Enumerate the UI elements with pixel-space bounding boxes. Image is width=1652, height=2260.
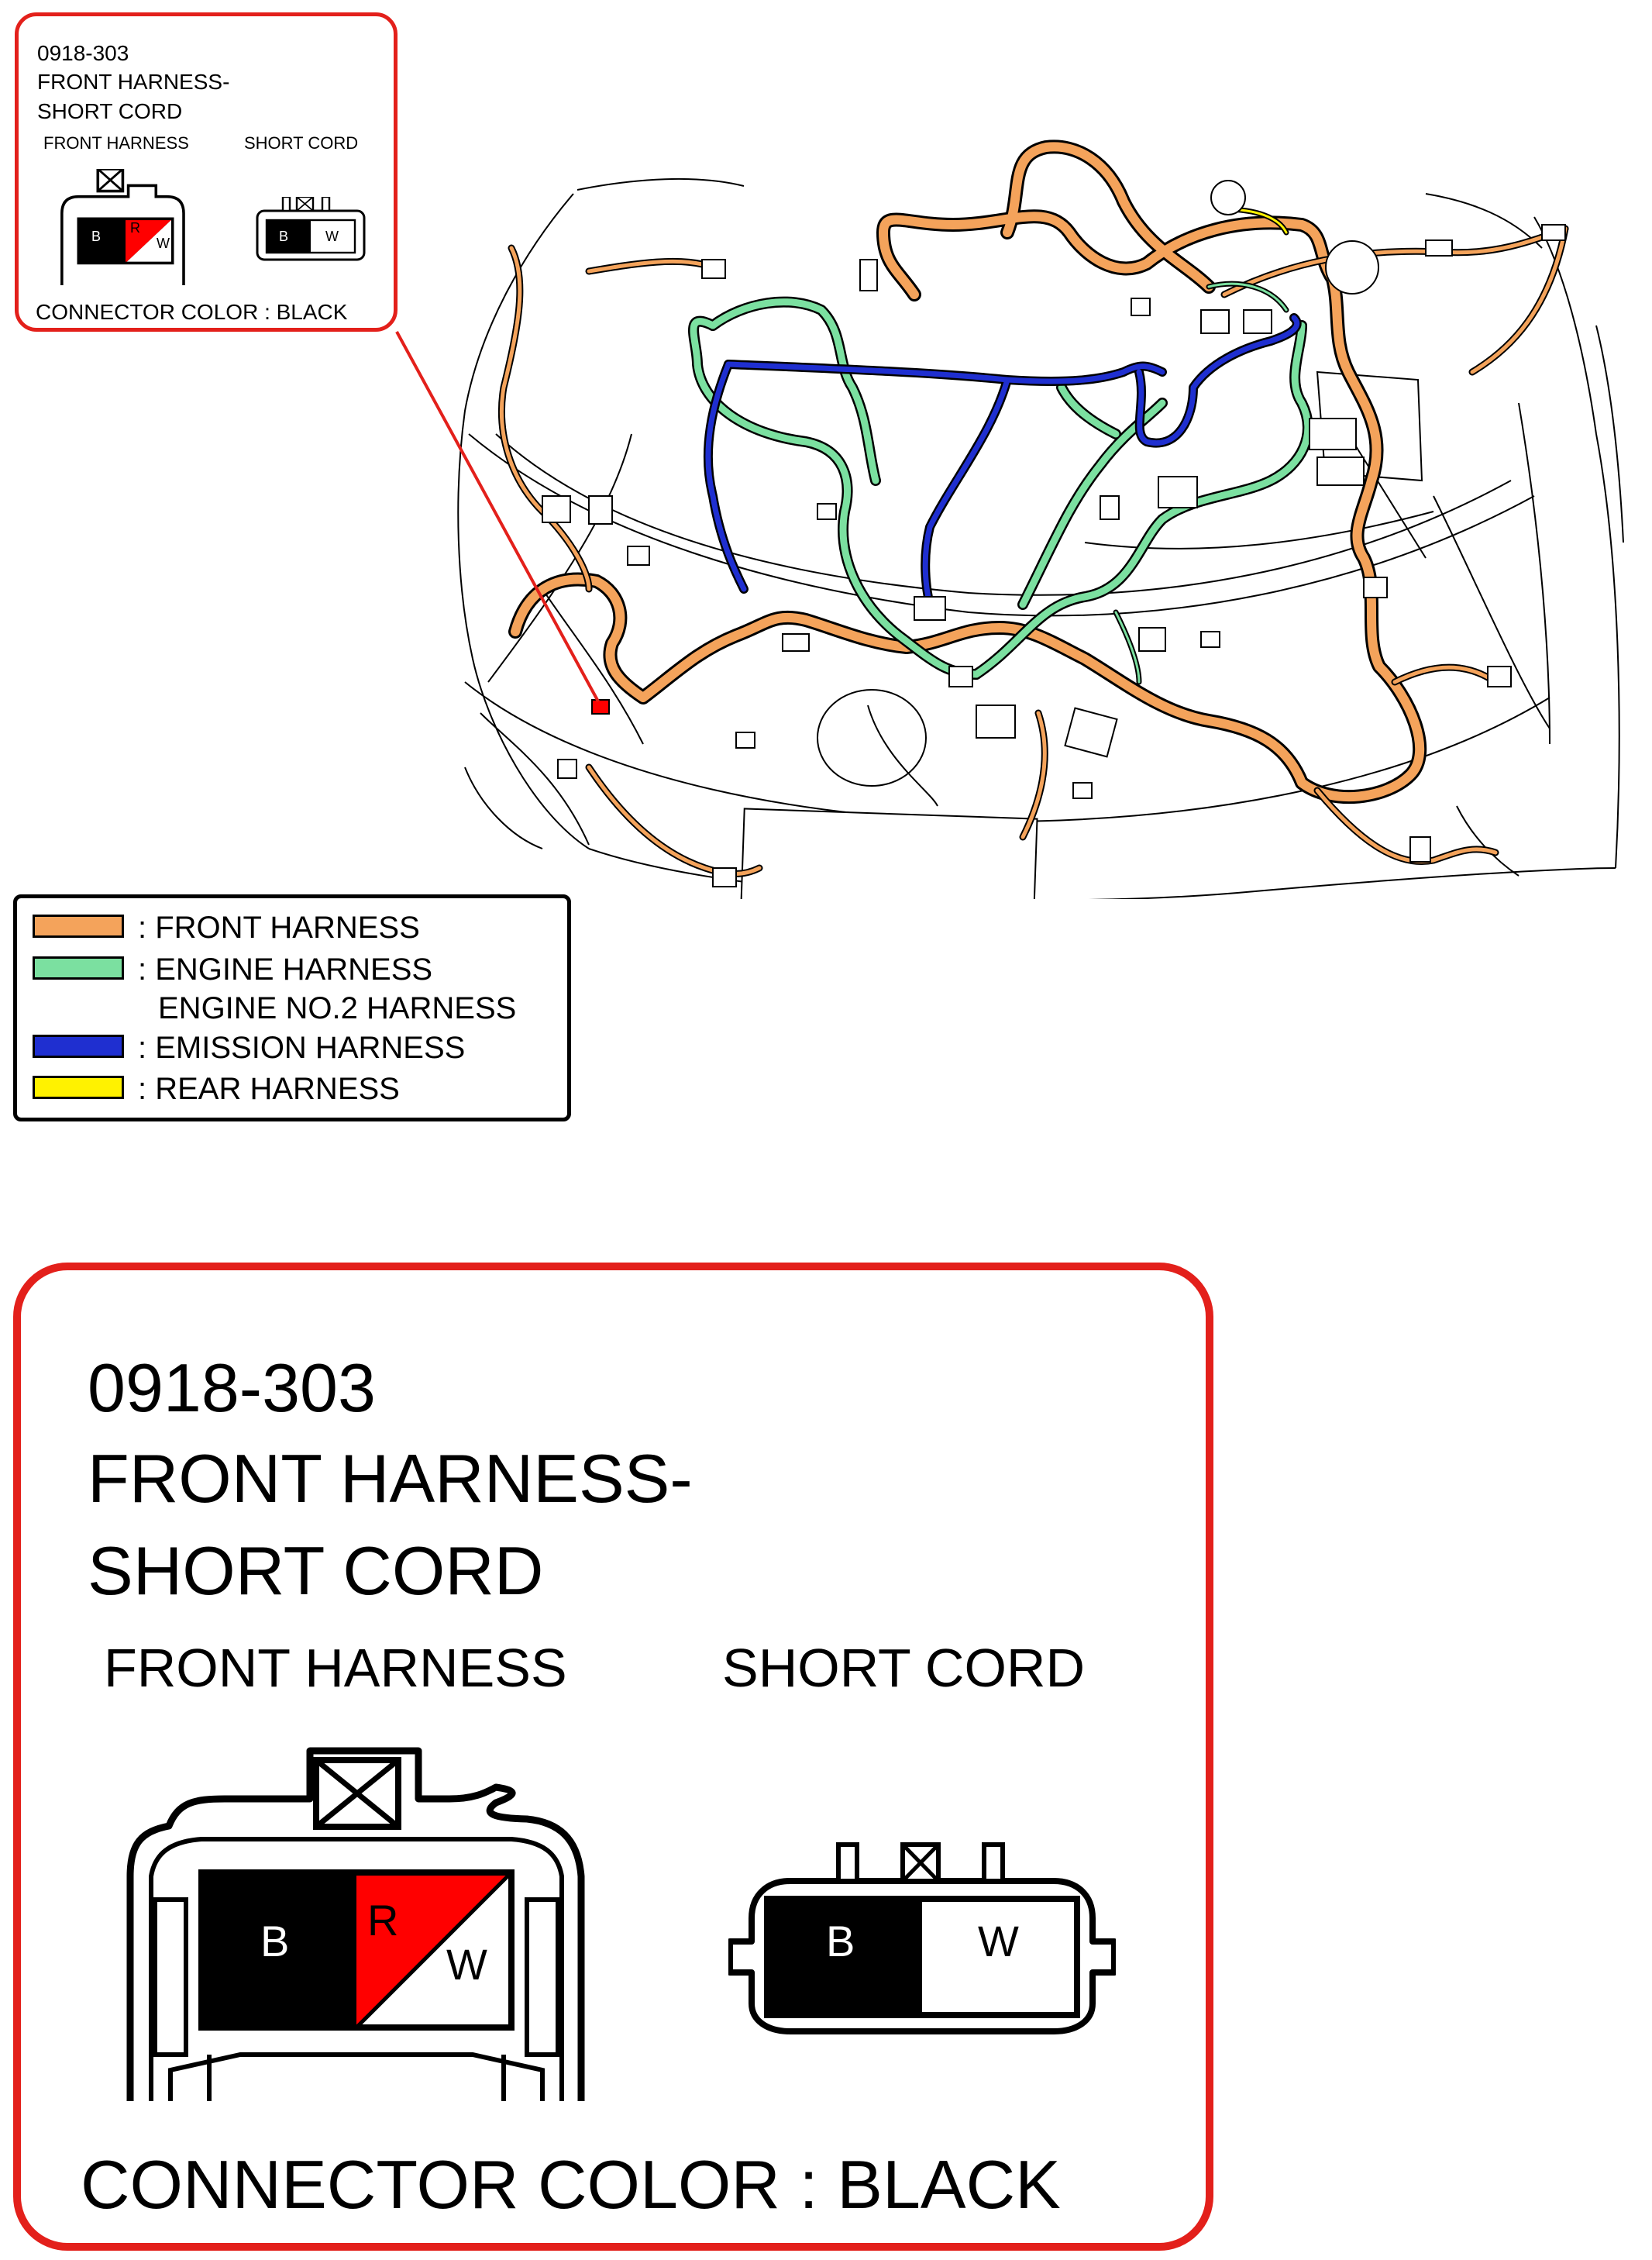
harness-connectors [542,224,1566,887]
license-plate [739,808,1038,899]
legend-label-front: : FRONT HARNESS [138,911,420,945]
legend-swatch-front [33,915,124,938]
front-emblem [817,689,927,787]
small-pin-r: R [130,220,140,236]
front-harness-wires [498,140,1569,877]
big-short-pin-b: B [826,1917,855,1965]
big-title-line1: FRONT HARNESS- [88,1440,693,1517]
small-short-pin-b: B [279,229,289,244]
big-front-harness-label: FRONT HARNESS [104,1638,567,1698]
big-callout-box [13,1263,1213,2251]
legend-label-engine: : ENGINE HARNESS [138,953,433,987]
legend-label-engine-no2: ENGINE NO.2 HARNESS [158,991,517,1025]
small-short-cord-connector [256,197,366,261]
small-front-harness-label: FRONT HARNESS [43,133,189,153]
small-short-pin-w: W [325,229,339,244]
grommet [1210,180,1246,215]
small-front-harness-connector [60,169,185,285]
big-short-pin-w: W [978,1917,1019,1965]
big-short-cord-label: SHORT CORD [722,1638,1086,1698]
big-connector-code: 0918-303 [88,1349,376,1426]
big-pin-r: R [367,1896,399,1945]
legend-label-emission: : EMISSION HARNESS [138,1031,466,1065]
legend-swatch-emission [33,1035,124,1058]
engine-bay-diagram [395,140,1624,899]
legend-label-rear: : REAR HARNESS [138,1072,400,1106]
big-pin-b: B [260,1917,290,1965]
emission-harness-wires [703,313,1302,609]
engine-harness-wires [688,281,1313,685]
big-short-cord-connector [728,1842,1116,2034]
highlighted-connector [591,699,610,715]
small-pin-w: W [157,236,170,251]
small-short-cord-label: SHORT CORD [244,133,359,153]
small-connector-code: 0918-303 [37,41,129,65]
legend-swatch-engine [33,956,124,980]
small-title-line1: FRONT HARNESS- [37,70,230,94]
small-pin-b: B [91,229,102,244]
callout-line [395,331,600,702]
big-pin-w: W [446,1940,487,1989]
big-connector-color: CONNECTOR COLOR : BLACK [81,2146,1061,2223]
small-connector-color: CONNECTOR COLOR : BLACK [36,300,348,324]
big-title-line2: SHORT CORD [88,1532,544,1609]
legend-swatch-rear [33,1076,124,1099]
small-title-line2: SHORT CORD [37,99,183,123]
big-front-harness-connector [126,1747,585,2101]
grommet [1325,240,1379,295]
